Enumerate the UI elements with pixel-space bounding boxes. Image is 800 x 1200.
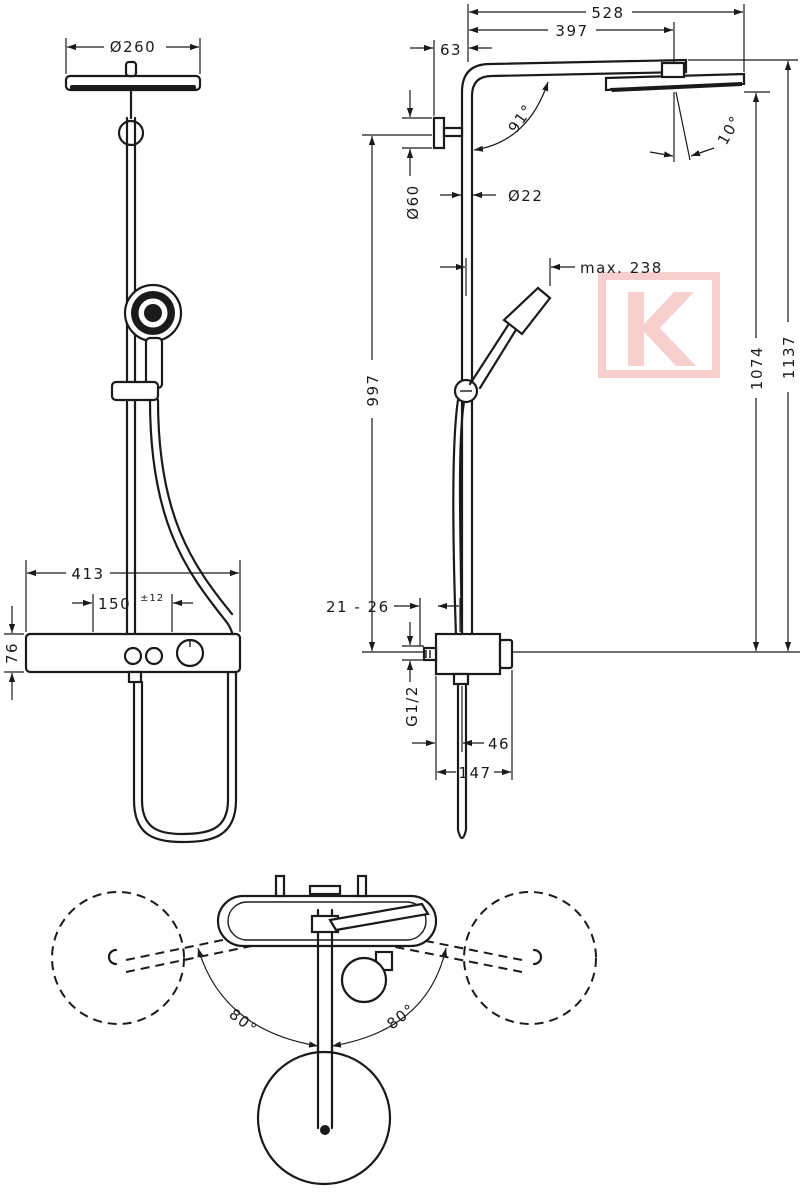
swivel-range-right [463, 891, 597, 1025]
dim-label: max. 238 [580, 259, 663, 277]
thermostat-side [422, 632, 514, 686]
dim-label: 1137 [780, 335, 798, 379]
wall-bracket-side [432, 116, 464, 150]
dim-thermostat-height: 76 [3, 606, 24, 700]
dim-rail-diameter: Ø22 [440, 187, 543, 205]
dim-wall-offset: 63 [410, 40, 492, 116]
dim-arm-length: 528 [467, 4, 745, 72]
shower-rail-side [460, 58, 688, 638]
dim-arm-to-center: 397 [469, 22, 675, 64]
dim-tolerance: ±12 [140, 593, 164, 604]
dim-arm-angle: 91° [473, 81, 549, 152]
dim-head-height: 1074 [744, 91, 770, 651]
dim-label: 150 [98, 595, 131, 613]
dim-total-height: 1137 [688, 59, 798, 651]
swivel-range-left [51, 891, 185, 1025]
dim-label: 80° [226, 1005, 262, 1038]
dim-handle-spacing: 150 ±12 [72, 593, 193, 632]
dim-label: G1/2 [403, 685, 421, 727]
dim-depth-front: 46 [412, 676, 510, 780]
dim-label: 528 [591, 4, 624, 22]
dim-bracket-diameter: Ø60 [402, 90, 432, 220]
dim-inlet-offset: 21 - 26 [326, 598, 461, 646]
dim-label: 1074 [748, 346, 766, 390]
top-view: 80° 80° [51, 874, 597, 1186]
overhead-shower-side [604, 61, 746, 92]
dim-label: Ø22 [508, 187, 543, 205]
dim-label: 91° [505, 100, 538, 136]
dim-label: 46 [488, 735, 510, 753]
hand-shower-front [110, 283, 183, 402]
dim-label: 997 [364, 373, 382, 406]
dim-label: 397 [555, 22, 588, 40]
front-view: Ø260 413 150 ±12 76 [3, 38, 242, 844]
shower-hose-side [452, 398, 468, 840]
dim-label: 80° [383, 1000, 419, 1033]
watermark-logo [598, 272, 720, 378]
dim-label: 21 - 26 [326, 598, 390, 616]
dim-label: 63 [440, 41, 462, 59]
dim-label: 147 [458, 764, 491, 782]
dim-label: 413 [71, 565, 104, 583]
dim-swivel-left: 80° [197, 947, 319, 1048]
dim-head-diameter: Ø260 [65, 38, 201, 74]
dim-head-tilt: 10° [649, 91, 745, 162]
dim-label: 10° [714, 112, 745, 148]
dim-depth-total: 147 [437, 670, 513, 782]
dim-rail-height: 997 [362, 134, 432, 653]
dim-handshower-reach: max. 238 [440, 258, 663, 296]
overhead-shower-front [64, 60, 202, 120]
hand-shower-side [453, 286, 552, 404]
thermostat-front [24, 632, 242, 684]
dim-thermostat-width: 413 [25, 560, 241, 632]
dim-label: Ø260 [110, 38, 156, 56]
dim-inlet-thread: G1/2 [402, 622, 424, 727]
shower-hose-front [132, 398, 238, 844]
dim-label: 76 [3, 642, 21, 664]
shower-rail-front [125, 116, 137, 638]
side-view: 528 397 63 91° 10° [326, 4, 800, 840]
wall-bracket-front [117, 119, 145, 147]
dim-label: Ø60 [404, 184, 422, 219]
